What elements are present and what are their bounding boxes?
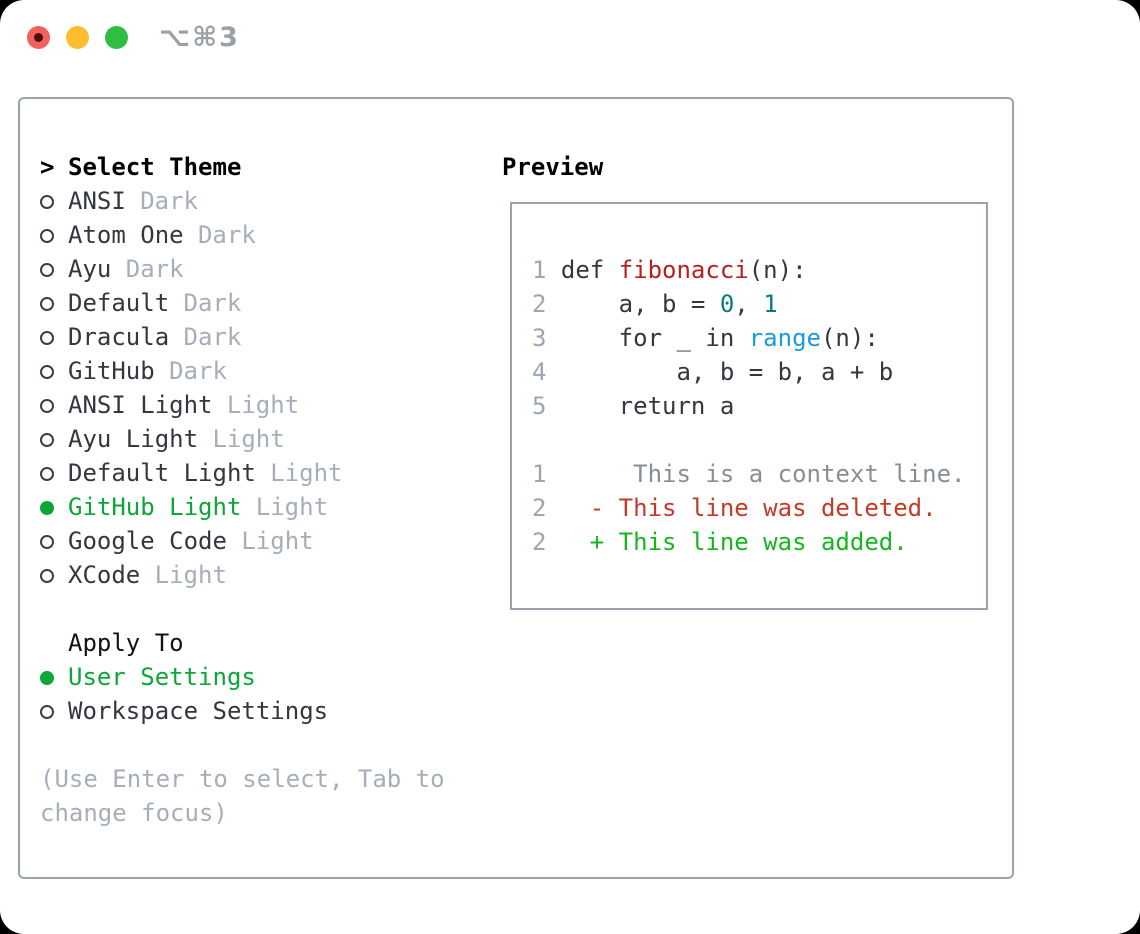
apply-option-user-settings[interactable]: User Settings [40,660,445,694]
focused-item-marker-icon: > [40,153,55,181]
spacer-row [40,592,445,626]
traffic-lights [27,25,128,49]
minimize-button-icon[interactable] [66,25,89,49]
radio-selected-icon [40,671,54,685]
radio-unselected-icon [40,467,54,481]
titlebar: ⌥⌘3 [0,0,1140,74]
line-number: 2 [532,528,547,556]
close-button-icon[interactable] [27,25,50,49]
line-number: 1 [532,460,547,488]
radio-unselected-icon [40,263,54,277]
spacer-row [40,728,445,762]
radio-selected-icon [40,501,54,515]
apply-to-header: Apply To [40,626,445,660]
radio-unselected-icon [40,569,54,583]
theme-variant: Light [241,527,314,555]
theme-variant: Dark [140,187,198,215]
theme-variant: Light [270,459,343,487]
diff-added-line: 2 + This line was added. [532,528,908,556]
preview-title: Preview [502,153,604,181]
builtin-token: range [748,324,821,352]
line-number: 4 [532,358,547,386]
theme-variant: Light [154,561,227,589]
radio-unselected-icon [40,297,54,311]
radio-unselected-icon [40,195,54,209]
number-token: 0 [719,290,735,318]
theme-variant: Light [226,391,300,419]
diff-context-line: 1 This is a context line. [532,460,966,488]
radio-unselected-icon [40,331,54,345]
apply-to-title: Apply To [68,629,184,657]
close-active-dot-icon [34,32,43,42]
code-line: 1 def fibonacci(n): [532,256,807,284]
theme-variant: Dark [197,221,256,249]
line-number: 2 [532,290,547,318]
theme-variant: Dark [169,357,227,385]
radio-unselected-icon [40,399,54,413]
diff-deleted-line: 2 - This line was deleted. [532,494,937,522]
radio-unselected-icon [40,229,54,243]
code-line: 3 for _ in range(n): [532,324,879,352]
theme-variant: Light [255,493,329,521]
keyboard-hint-line2: change focus) [40,799,228,827]
radio-unselected-icon [40,433,54,447]
code-line: 2 a, b = 0, 1 [532,290,778,318]
line-number: 3 [532,324,547,352]
keyboard-hint-line1: (Use Enter to select, Tab to [40,765,445,793]
zoom-button-icon[interactable] [105,25,128,49]
theme-variant: Dark [183,289,242,317]
spacer-row [532,423,986,457]
radio-unselected-icon [40,365,54,379]
select-theme-header: > Select Theme [40,150,445,184]
theme-variant: Dark [125,255,184,283]
line-number: 5 [532,392,547,420]
code-line: 4 a, b = b, a + b [532,358,894,386]
apply-option-workspace-settings[interactable]: Workspace Settings [40,694,445,728]
theme-variant: Dark [183,323,242,351]
select-theme-title: Select Theme [68,153,242,181]
line-number: 1 [532,256,547,284]
radio-unselected-icon [40,535,54,549]
preview-pane: 1 def fibonacci(n): 2 a, b = 0, 1 3 for … [510,202,988,610]
number-token: 1 [763,290,778,318]
line-number: 2 [532,494,547,522]
theme-variant: Light [212,425,285,453]
radio-unselected-icon [40,705,54,719]
code-line: 5 return a [532,392,735,420]
function-name-token: fibonacci [618,256,749,284]
window-title: ⌥⌘3 [159,21,240,53]
